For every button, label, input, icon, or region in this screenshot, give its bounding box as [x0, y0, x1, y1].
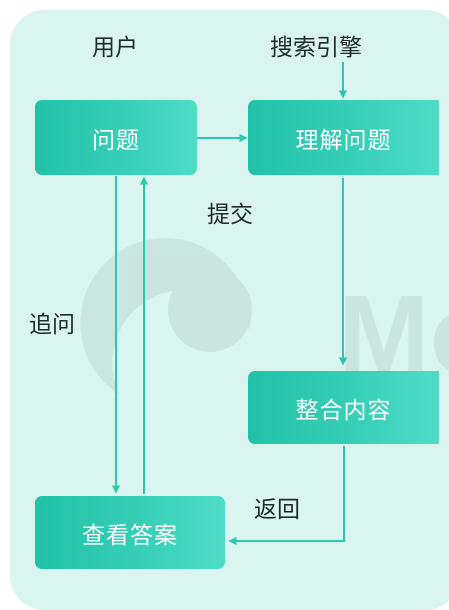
actor-search-engine-label: 搜索引擎: [270, 35, 362, 61]
node-question-label: 问题: [92, 127, 140, 154]
node-integrate-label: 整合内容: [295, 397, 392, 424]
edge-submit-label: 提交: [207, 202, 253, 228]
node-understand-label: 理解问题: [295, 127, 392, 154]
flow-arrows: [111, 62, 348, 546]
node-view-answer-label: 查看答案: [82, 522, 178, 549]
node-question: 问题: [35, 100, 197, 175]
watermark-dot: [168, 268, 252, 352]
watermark-swirl: [80, 238, 251, 395]
node-understand: 理解问题: [248, 100, 439, 175]
actor-user-label: 用户: [92, 35, 138, 61]
node-view-answer: 查看答案: [35, 496, 225, 569]
node-integrate: 整合内容: [248, 371, 439, 444]
edge-follow-up-label: 追问: [29, 312, 75, 338]
edge-return-label: 返回: [254, 497, 300, 523]
arrow-integrate-to-answer: [228, 446, 345, 546]
